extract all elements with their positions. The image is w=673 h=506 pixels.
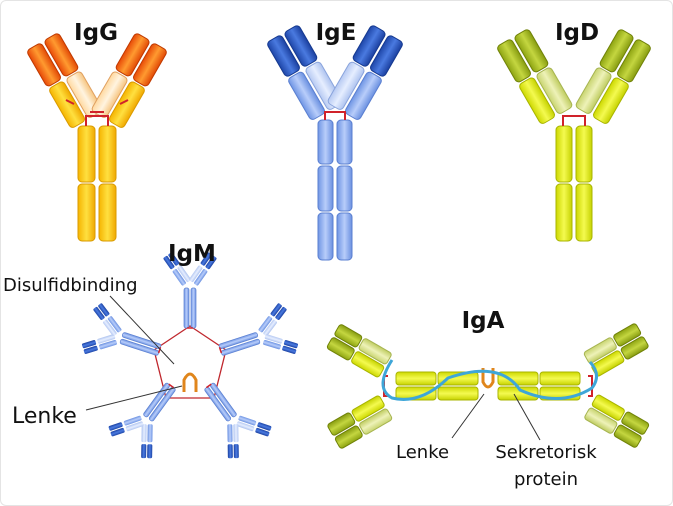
igg-antibody bbox=[27, 33, 167, 242]
iga-title: IgA bbox=[462, 308, 505, 334]
iga-dimer bbox=[326, 323, 650, 449]
disulfide-leader-line bbox=[109, 295, 175, 365]
iga-linker-leader-line bbox=[451, 393, 485, 439]
igm-linker-label: Lenke bbox=[12, 404, 77, 429]
secretory-label-line1: Sekretorisk bbox=[495, 442, 597, 463]
igg-title: IgG bbox=[74, 20, 118, 46]
secretory-label-line2: protein bbox=[514, 469, 578, 490]
ige-antibody bbox=[267, 25, 403, 261]
igd-title: IgD bbox=[555, 20, 599, 46]
igd-antibody bbox=[497, 29, 651, 242]
igm-title: IgM bbox=[168, 241, 216, 267]
disulfide-label: Disulfidbinding bbox=[3, 275, 138, 296]
secretory-leader-line bbox=[513, 393, 541, 441]
igm-linker-leader-line bbox=[85, 385, 183, 411]
iga-linker-label: Lenke bbox=[396, 442, 449, 463]
igm-pentamer bbox=[81, 252, 299, 459]
ige-title: IgE bbox=[316, 20, 357, 46]
